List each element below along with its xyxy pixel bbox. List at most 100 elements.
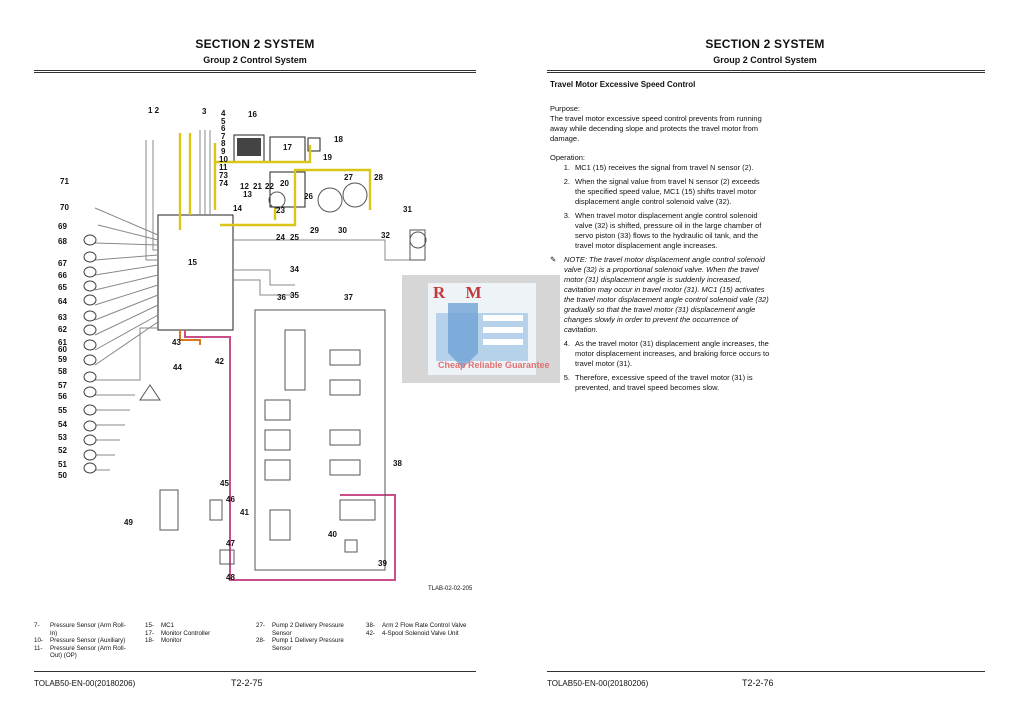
svg-text:7: 7 [221,132,226,141]
svg-text:71: 71 [60,177,69,186]
svg-text:58: 58 [58,367,67,376]
svg-text:1 2: 1 2 [148,106,160,115]
svg-text:39: 39 [378,559,387,568]
legend-col-3: 27-Pump 2 Delivery Pressure Sensor 28-Pu… [256,622,350,652]
svg-text:49: 49 [124,518,133,527]
note-pen-icon: ✎ [550,255,557,264]
watermark-tagline: Cheap Reliable Guarantee [438,360,550,370]
page-number: T2-2-75 [231,678,263,688]
svg-text:57: 57 [58,381,67,390]
section-title: SECTION 2 SYSTEM [705,37,825,51]
legend-col-2: 15-MC1 17-Monitor Controller 18-Monitor [145,622,239,645]
svg-text:53: 53 [58,433,67,442]
svg-text:42: 42 [215,357,224,366]
svg-text:54: 54 [58,420,67,429]
svg-text:34: 34 [290,265,299,274]
watermark-letters: R M [433,283,490,302]
legend-item: 28-Pump 1 Delivery Pressure Sensor [256,637,344,652]
svg-text:25: 25 [290,233,299,242]
svg-text:41: 41 [240,508,249,517]
svg-text:65: 65 [58,283,67,292]
watermark-logo [402,275,560,383]
header-rule [34,70,476,73]
svg-text:18: 18 [334,135,343,144]
svg-text:28: 28 [374,173,383,182]
svg-text:62: 62 [58,325,67,334]
svg-text:64: 64 [58,297,67,306]
steps-list: 1.MC1 (15) receives the signal from trav… [550,163,770,251]
svg-text:61: 61 [58,338,67,347]
svg-text:3: 3 [202,107,207,116]
svg-text:29: 29 [310,226,319,235]
svg-text:11: 11 [219,163,228,172]
svg-text:24: 24 [276,233,285,242]
svg-text:22: 22 [265,182,274,191]
legend-item: 17-Monitor Controller [145,629,211,637]
svg-text:30: 30 [338,226,347,235]
svg-text:38: 38 [393,459,402,468]
header-rule [547,70,985,73]
figure-reference: TLAB-02-02-205 [428,586,473,592]
svg-text:15: 15 [188,258,197,267]
svg-text:36: 36 [277,293,286,302]
svg-text:69: 69 [58,222,67,231]
svg-text:73: 73 [219,171,228,180]
svg-text:45: 45 [220,479,229,488]
legend-col-4: 38-Arm 2 Flow Rate Control Valve 42-4-Sp… [366,622,482,637]
svg-text:12: 12 [240,182,249,191]
steps-list-continued: 4.As the travel motor (31) displacement … [550,339,770,393]
svg-text:55: 55 [58,406,67,415]
wrench-icon [436,303,528,368]
operation-label: Operation: [550,153,586,162]
svg-text:50: 50 [58,471,67,480]
svg-text:21: 21 [253,182,262,191]
svg-text:48: 48 [226,573,235,582]
svg-text:47: 47 [226,539,235,548]
svg-text:31: 31 [403,205,412,214]
svg-text:8: 8 [221,139,226,148]
purpose-text: The travel motor excessive speed control… [550,114,762,143]
svg-text:46: 46 [226,495,235,504]
page-number: T2-2-76 [742,678,774,688]
svg-text:68: 68 [58,237,67,246]
svg-text:37: 37 [344,293,353,302]
footer-rule [547,671,985,672]
group-title: Group 2 Control System [713,55,817,65]
note-block: ✎ NOTE: The travel motor displacement an… [550,255,770,335]
list-item: 4.As the travel motor (31) displacement … [563,339,770,368]
legend-item: 42-4-Spool Solenoid Valve Unit [366,629,459,637]
svg-text:63: 63 [58,313,67,322]
svg-text:13: 13 [243,190,252,199]
legend-col-1: 7-Pressure Sensor (Arm Roll-In) 10-Press… [34,622,128,660]
svg-text:43: 43 [172,338,181,347]
svg-text:51: 51 [58,460,67,469]
list-item: 3.When travel motor displacement angle c… [563,211,762,250]
svg-text:17: 17 [283,143,292,152]
footer-rule [34,671,476,672]
svg-text:66: 66 [58,271,67,280]
svg-text:5: 5 [221,117,226,126]
svg-text:10: 10 [219,155,228,164]
svg-text:44: 44 [173,363,182,372]
left-page: SECTION 2 SYSTEM Group 2 Control System [34,37,482,688]
svg-text:6: 6 [221,124,226,133]
svg-text:60: 60 [58,345,67,354]
svg-text:70: 70 [60,203,69,212]
list-item: 2.When the signal value from travel N se… [563,177,760,206]
svg-text:32: 32 [381,231,390,240]
svg-text:9: 9 [221,147,226,156]
legend-item: 15-MC1 [145,622,175,629]
svg-text:4: 4 [221,109,226,118]
svg-text:26: 26 [304,192,313,201]
group-title: Group 2 Control System [203,55,307,65]
topic-heading: Travel Motor Excessive Speed Control [550,80,696,89]
legend-item: 10-Pressure Sensor (Auxiliary) [34,637,126,645]
svg-text:16: 16 [248,110,257,119]
legend-item: 27-Pump 2 Delivery Pressure Sensor [256,622,344,637]
svg-text:52: 52 [58,446,67,455]
section-title: SECTION 2 SYSTEM [195,37,315,51]
svg-text:27: 27 [344,173,353,182]
list-item: 5.Therefore, excessive speed of the trav… [563,373,753,392]
footer-doc-id: TOLAB50-EN-00(20180206) [34,679,136,688]
